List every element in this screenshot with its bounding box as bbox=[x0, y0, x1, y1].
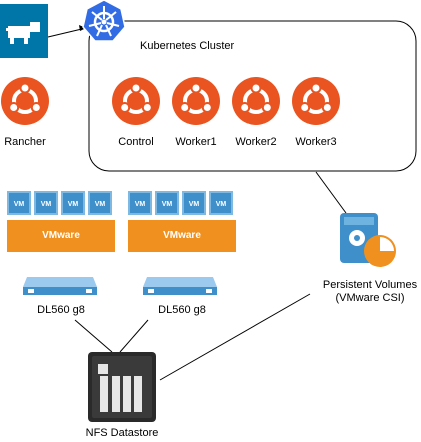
connector-server1-to-nfs bbox=[74, 319, 113, 353]
vm-box: VM bbox=[88, 191, 112, 215]
ubuntu-icon-control bbox=[112, 77, 160, 125]
vm-label: VM bbox=[162, 201, 173, 208]
vm-label: VM bbox=[95, 201, 106, 208]
node-label-worker1: Worker1 bbox=[175, 136, 216, 148]
vm-box: VM bbox=[182, 191, 206, 215]
kubernetes-cluster-box bbox=[88, 20, 417, 172]
server-label-1: DL560 g8 bbox=[37, 304, 85, 316]
pv-label-line2: (VMware CSI) bbox=[335, 292, 404, 304]
ubuntu-icon-worker2 bbox=[232, 77, 280, 125]
server-icon bbox=[143, 277, 217, 295]
ubuntu-icon-worker3 bbox=[292, 77, 340, 125]
vm-label: VM bbox=[135, 201, 146, 208]
pv-label-line1: Persistent Volumes bbox=[323, 279, 418, 291]
kubernetes-icon bbox=[82, 0, 126, 42]
vm-box: VM bbox=[34, 191, 58, 215]
vmware-label-2: VMware bbox=[163, 230, 201, 241]
vm-box: VM bbox=[7, 191, 31, 215]
ubuntu-icon-rancher bbox=[1, 77, 49, 125]
rancher-label: Rancher bbox=[4, 136, 46, 148]
vm-box: VM bbox=[209, 191, 233, 215]
ubuntu-icon-worker1 bbox=[172, 77, 220, 125]
vm-box: VM bbox=[155, 191, 179, 215]
nfs-datastore-icon bbox=[88, 352, 156, 422]
vm-label: VM bbox=[189, 201, 200, 208]
vmware-hypervisor-bar bbox=[128, 220, 236, 252]
node-label-control: Control bbox=[118, 136, 153, 148]
node-label-worker3: Worker3 bbox=[295, 136, 336, 148]
connector-server2-to-nfs bbox=[119, 319, 149, 353]
rancher-cow-icon bbox=[6, 22, 40, 44]
connector-pv-to-nfs bbox=[159, 293, 311, 381]
vmware-label-1: VMware bbox=[42, 230, 80, 241]
vm-label: VM bbox=[68, 201, 79, 208]
persistent-volume-icon bbox=[340, 213, 396, 267]
server-icon bbox=[23, 277, 97, 295]
connector-cluster-to-pv bbox=[315, 171, 347, 214]
server-label-2: DL560 g8 bbox=[158, 304, 206, 316]
vm-label: VM bbox=[216, 201, 227, 208]
vmware-hypervisor-bar bbox=[7, 220, 115, 252]
nfs-label: NFS Datastore bbox=[86, 427, 159, 439]
vm-label: VM bbox=[41, 201, 52, 208]
rancher-logo bbox=[0, 4, 48, 58]
node-label-worker2: Worker2 bbox=[235, 136, 276, 148]
vm-box: VM bbox=[128, 191, 152, 215]
arrowhead-icon bbox=[79, 25, 86, 31]
vm-box: VM bbox=[61, 191, 85, 215]
cluster-title: Kubernetes Cluster bbox=[140, 40, 234, 52]
vm-label: VM bbox=[14, 201, 25, 208]
connector-rancher-to-k8s bbox=[47, 27, 87, 38]
